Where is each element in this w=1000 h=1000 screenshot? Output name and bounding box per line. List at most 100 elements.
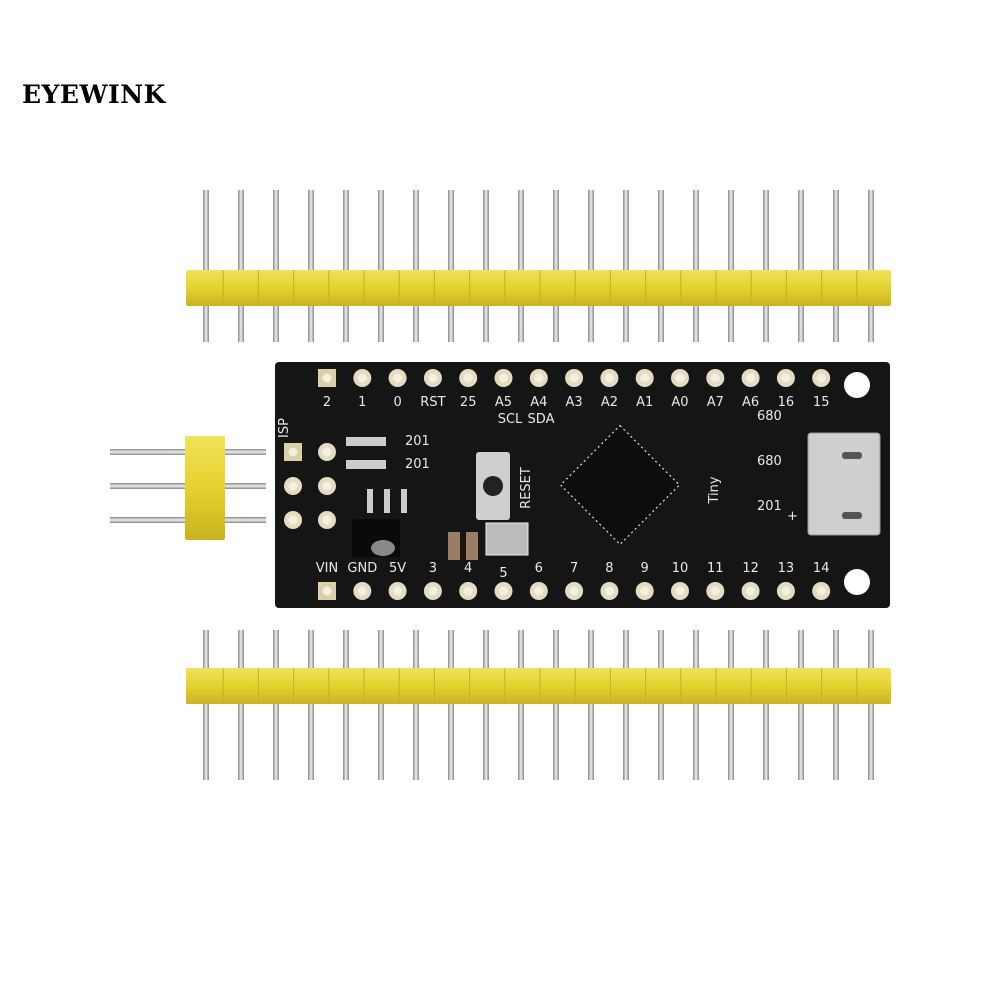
- header-pin: [378, 630, 384, 780]
- header-pin: [728, 190, 734, 342]
- header-pin: [203, 630, 209, 780]
- bottom-pin-label: 3: [429, 561, 437, 576]
- bottom-pin-label: VIN: [316, 561, 338, 576]
- header-pin: [378, 190, 384, 342]
- top-pin-label: A2: [601, 395, 618, 410]
- header-pin: [658, 190, 664, 342]
- header-pin: [763, 190, 769, 342]
- mounting-hole: [844, 372, 870, 398]
- header-pin: [798, 190, 804, 342]
- capacitor: [448, 532, 460, 560]
- bottom-pin-label: 10: [672, 561, 689, 576]
- top-pin-label: A3: [566, 395, 583, 410]
- bottom-pin-label: 12: [742, 561, 759, 576]
- board-name-label: Tiny: [707, 476, 722, 504]
- isp-pin-header: [110, 436, 266, 540]
- header-pin: [518, 190, 524, 342]
- top-pin-label: A1: [636, 395, 653, 410]
- header-pin: [623, 190, 629, 342]
- header-pin: [273, 630, 279, 780]
- plus-label: +: [787, 509, 798, 524]
- header-pin: [693, 630, 699, 780]
- header-housing: [186, 668, 891, 704]
- header-pin: [203, 190, 209, 342]
- smd-label: 201: [405, 457, 430, 472]
- bottom-pin-label: 8: [605, 561, 613, 576]
- header-pin: [483, 630, 489, 780]
- header-pin: [448, 630, 454, 780]
- smd-label: 201: [405, 434, 430, 449]
- microcontroller-chip: [559, 424, 681, 546]
- bottom-pin-label: 14: [813, 561, 830, 576]
- top-pin-header: [186, 190, 891, 342]
- header-pin: [273, 190, 279, 342]
- header-pin: [308, 190, 314, 342]
- top-pin-label: 0: [393, 395, 401, 410]
- header-pin: [588, 630, 594, 780]
- crystal: [485, 522, 529, 556]
- header-pin: [763, 630, 769, 780]
- header-pin: [658, 630, 664, 780]
- header-pin: [343, 630, 349, 780]
- mounting-hole: [844, 569, 870, 595]
- bottom-pin-label: 11: [707, 561, 724, 576]
- bottom-pin-label: 6: [535, 561, 543, 576]
- header-pin: [798, 630, 804, 780]
- header-pin: [483, 190, 489, 342]
- micro-usb-port[interactable]: [807, 432, 881, 536]
- isp-housing: [185, 436, 225, 540]
- header-pin: [553, 190, 559, 342]
- top-pin-label: 2: [323, 395, 331, 410]
- reset-label: RESET: [519, 467, 534, 509]
- bottom-pin-label: GND: [347, 561, 377, 576]
- bottom-pin-label: 5V: [389, 561, 406, 576]
- header-pin: [833, 190, 839, 342]
- bottom-pin-label: 7: [570, 561, 578, 576]
- header-pin: [588, 190, 594, 342]
- top-pin-label: A7: [707, 395, 724, 410]
- header-pin: [448, 190, 454, 342]
- header-pin: [308, 630, 314, 780]
- header-pin: [868, 630, 874, 780]
- header-pin: [238, 190, 244, 342]
- reset-button[interactable]: [476, 452, 510, 520]
- bottom-pin-label: 9: [641, 561, 649, 576]
- smd-label: 680: [757, 454, 782, 469]
- smd-label: 201: [757, 499, 782, 514]
- top-pin-label: RST: [420, 395, 445, 410]
- header-pin: [833, 630, 839, 780]
- top-pin-label: A0: [671, 395, 688, 410]
- top-pin-label: 15: [813, 395, 830, 410]
- header-pin: [413, 190, 419, 342]
- top-pin-label: 25: [460, 395, 477, 410]
- header-pin: [868, 190, 874, 342]
- bottom-pin-label: 13: [778, 561, 795, 576]
- voltage-regulator: [352, 489, 407, 557]
- top-pin-label: 16: [778, 395, 795, 410]
- top-pin-label: 1: [358, 395, 366, 410]
- header-pin: [238, 630, 244, 780]
- led: [346, 437, 386, 446]
- scl-label: SCL: [498, 412, 523, 427]
- pcb-board: Tiny RESET ISP SCL SDA 201 2: [275, 362, 890, 608]
- top-pin-label: A5: [495, 395, 512, 410]
- header-housing: [186, 270, 891, 306]
- header-pin: [343, 190, 349, 342]
- header-pin: [623, 630, 629, 780]
- isp-label: ISP: [277, 418, 292, 438]
- header-pin: [518, 630, 524, 780]
- smd-label: 680: [757, 409, 782, 424]
- capacitor: [466, 532, 478, 560]
- header-pin: [413, 630, 419, 780]
- header-pin: [553, 630, 559, 780]
- led: [346, 460, 386, 469]
- brand-logo: EYEWINK: [22, 80, 166, 109]
- bottom-pin-label: 4: [464, 561, 472, 576]
- bottom-pin-header: [186, 630, 891, 780]
- header-pin: [693, 190, 699, 342]
- bottom-pin-label: 5: [499, 566, 507, 581]
- top-pin-label: A6: [742, 395, 759, 410]
- header-pin: [728, 630, 734, 780]
